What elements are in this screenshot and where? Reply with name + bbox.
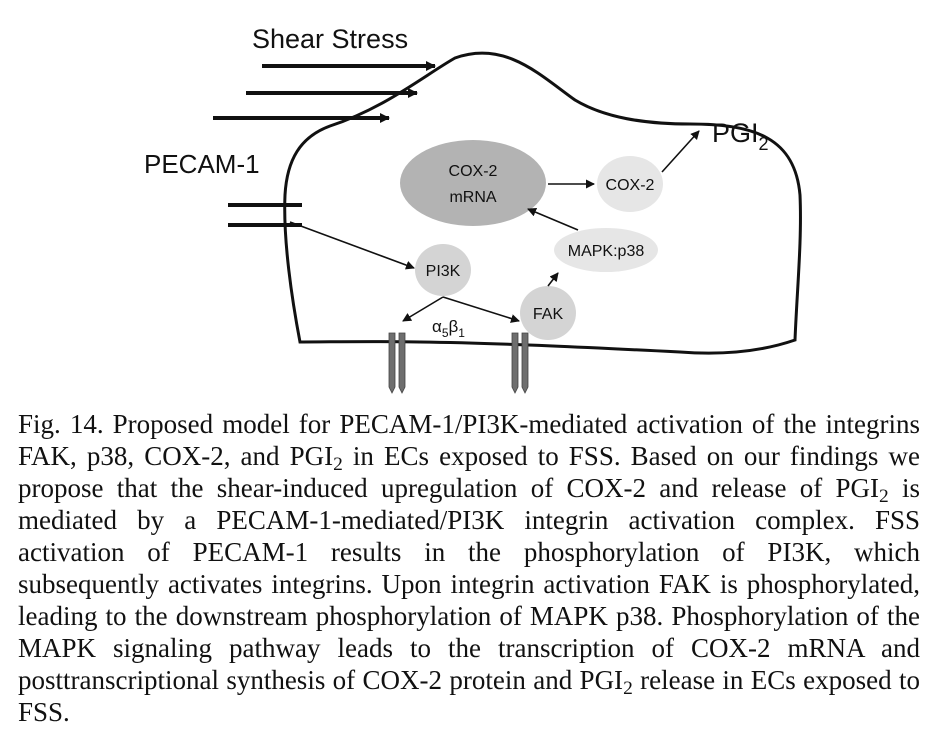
- cox2-mrna-ellipse: [400, 140, 546, 226]
- cell-membrane: [283, 51, 802, 355]
- pgi2-sub: 2: [759, 134, 769, 154]
- cox2-mrna-line2: mRNA: [449, 189, 496, 206]
- caption-text: release in ECs exposed to FSS.: [18, 665, 920, 727]
- beta-sub: 1: [458, 326, 465, 340]
- arrow-fak-to-mapk: [547, 272, 559, 287]
- pgi2-base: PGI: [712, 118, 759, 148]
- caption-text: in ECs exposed to FSS. Based on our find…: [18, 441, 921, 503]
- cox2-node: COX-2: [597, 156, 663, 212]
- beta-symbol: β: [449, 317, 459, 336]
- pathway-arrows: [289, 130, 700, 323]
- caption-subscript: 2: [878, 485, 889, 507]
- alpha-symbol: α: [432, 317, 442, 336]
- cox2-ellipse: [597, 156, 663, 212]
- cox2-mrna-node: COX-2 mRNA: [400, 140, 546, 226]
- signaling-pathway-diagram: Shear Stress PECAM-1 PGI2 COX-2 mRNA COX…: [144, 24, 802, 394]
- shear-stress-label: Shear Stress: [252, 24, 408, 54]
- fak-label: FAK: [533, 306, 564, 323]
- shear-stress-arrows: [213, 61, 436, 123]
- pi3k-node: PI3K: [415, 244, 471, 296]
- fak-ellipse: [520, 286, 576, 340]
- caption-text: Proposed model for PECAM-1/PI3K-mediated…: [18, 409, 920, 471]
- pecam1-receptor: [228, 203, 302, 227]
- arrow-cox2-to-pgi2: [661, 130, 700, 173]
- pecam1-label: PECAM-1: [144, 149, 260, 179]
- integrin-right: [511, 332, 529, 394]
- arrow-pi3k-to-right-integrin: [442, 296, 520, 323]
- arrow-pi3k-to-left-integrin: [402, 296, 444, 322]
- mapk-label: MAPK:p38: [568, 243, 645, 260]
- cox2-mrna-line1: COX-2: [449, 163, 498, 180]
- integrin-label: α5β1: [432, 317, 465, 340]
- cox2-label: COX-2: [606, 177, 655, 194]
- mapk-p38-node: MAPK:p38: [554, 228, 658, 272]
- mapk-ellipse: [554, 228, 658, 272]
- fak-node: FAK: [520, 286, 576, 340]
- caption-subscript: 2: [333, 453, 343, 475]
- arrow-pecam-to-pi3k: [289, 221, 415, 270]
- caption-subscript: 2: [623, 677, 633, 699]
- figure-caption: Fig. 14. Proposed model for PECAM-1/PI3K…: [18, 408, 920, 728]
- pgi2-label: PGI2: [712, 118, 769, 154]
- arrow-mapk-to-mrna: [527, 207, 579, 231]
- alpha-sub: 5: [442, 326, 449, 340]
- pi3k-ellipse: [415, 244, 471, 296]
- caption-text: is mediated by a PECAM-1-mediated/PI3K i…: [18, 473, 920, 695]
- figure-label: Fig. 14.: [18, 409, 104, 439]
- integrin-left: [388, 332, 406, 394]
- pi3k-label: PI3K: [426, 263, 461, 280]
